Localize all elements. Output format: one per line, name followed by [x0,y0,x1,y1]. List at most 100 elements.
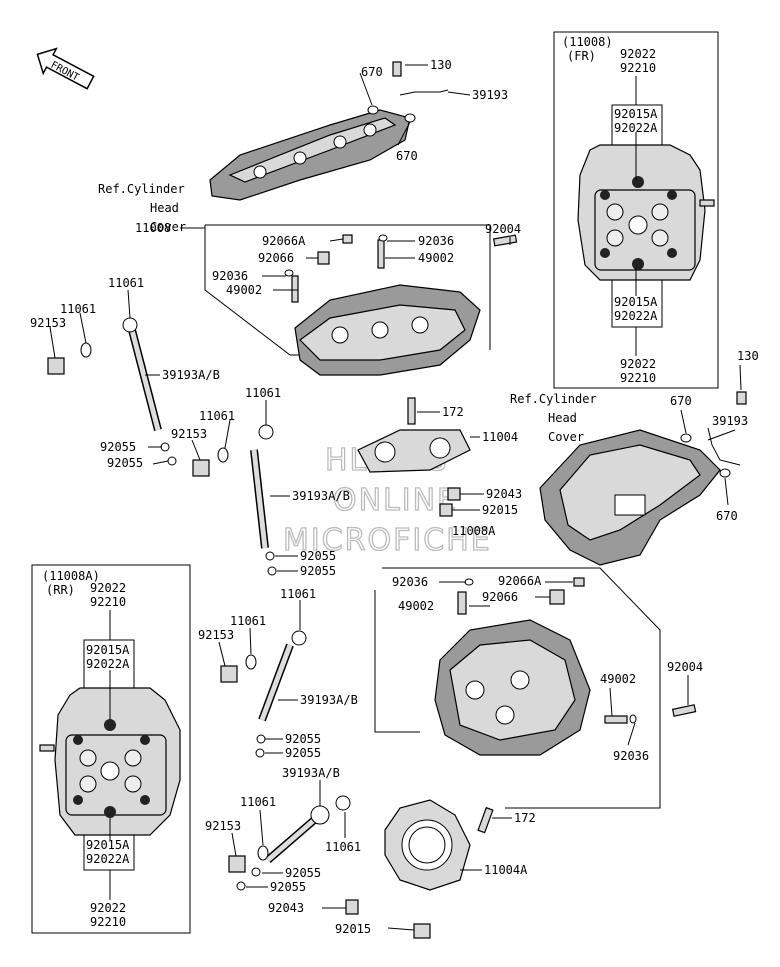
inset-rr-bottom-1: 92022 [90,901,126,915]
dowel-92043-a [447,487,461,501]
inset-rr-top-1: 92022 [90,581,126,595]
label-92055-b: 92055 [107,456,143,470]
label-92066A-b: 92066A [498,574,542,588]
label-ref-cover-1-line1: Ref.Cylinder [98,182,185,196]
label-130-a: 130 [430,58,452,72]
dowel-49002-d [604,715,628,724]
bolt-130-b [736,391,747,405]
label-92066-b: 92066 [482,590,518,604]
label-670-b: 670 [396,149,418,163]
label-92066-a: 92066 [258,251,294,265]
inset-rr-frame [31,564,191,934]
label-11004A: 11004A [484,863,528,877]
watermark-line-2: ONLINE [333,483,458,518]
label-92036-a: 92036 [418,234,454,248]
label-39193AB-c: 39193A/B [300,693,358,707]
oring-670-c [680,433,692,443]
label-39193-a: 39193 [472,88,508,102]
label-92055-f: 92055 [285,746,321,760]
bolt-92015-b [413,923,431,939]
inset-rr: (11008A) (RR) 92022 92210 92015A 92022A … [31,564,191,934]
label-49002-c: 49002 [398,599,434,613]
inset-fr-top-2: 92210 [620,61,656,75]
label-92055-e: 92055 [285,732,321,746]
label-172-b: 172 [514,811,536,825]
label-92055-a: 92055 [100,440,136,454]
inset-fr-heading: (11008) [562,35,613,49]
label-92043-a: 92043 [486,487,522,501]
label-130-b: 130 [737,349,759,363]
label-ref-cover-2-line3: Cover [548,430,584,444]
cylinder-head-cover-top [209,109,411,201]
label-92153-b: 92153 [171,427,207,441]
washer-11061-c [258,424,274,440]
watermark-line-3: MICROFICHE [283,523,492,558]
bolt-92153-a [47,357,65,375]
inset-fr-bottom-1: 92022 [620,357,656,371]
label-11061-d: 11061 [199,409,235,423]
label-39193AB-a: 39193A/B [162,368,220,382]
stud-172-a [407,397,416,425]
cylinder-head-front [294,284,481,376]
washer-11061-a [122,317,138,333]
cylinder-head-cover-right [539,429,721,566]
label-49002-a: 49002 [418,251,454,265]
label-11061-g: 11061 [240,795,276,809]
front-arrow-icon: FRONT [36,47,95,90]
cylinder-head-top-view-fr [577,144,715,281]
inset-rr-heading: (11008A) [42,569,100,583]
inset-rr-lower-1: 92015A [86,838,130,852]
inset-fr-lower-1: 92015A [614,295,658,309]
inset-fr-sub: (FR) [567,49,596,63]
inset-rr-upper-2: 92022A [86,657,130,671]
label-92055-c: 92055 [300,549,336,563]
label-ref-cover-2-line2: Head [548,411,577,425]
label-172-a: 172 [442,405,464,419]
label-49002-b: 49002 [226,283,262,297]
plug-92066A-b [573,577,585,587]
inset-fr-lower-2: 92022A [614,309,658,323]
cylinder-head-top-view-rr [39,687,181,836]
label-92036-b: 92036 [212,269,248,283]
bolt-130-a [392,61,402,77]
washer-11061-g [335,795,351,811]
inset-rr-sub: (RR) [46,583,75,597]
label-92015-b: 92015 [335,922,371,936]
label-11061-b: 11061 [60,302,96,316]
label-670-a: 670 [361,65,383,79]
oring-670-d [719,468,731,478]
bolt-92153-c [220,665,238,683]
plug-92066-b [549,589,565,605]
label-92004-a: 92004 [485,222,521,236]
label-92055-d: 92055 [300,564,336,578]
washer-11061-h [257,845,269,861]
gasket-11004 [357,429,471,473]
label-92066A-a: 92066A [262,234,306,248]
inset-fr: (11008) (FR) 92022 92210 92015A 92022A 9… [553,31,719,389]
inset-rr-top-2: 92210 [90,595,126,609]
stud-92004-b [671,704,697,717]
label-11061-a: 11061 [108,276,144,290]
oring-670-a [367,105,379,115]
cylinder-head-rear [434,619,591,756]
gasket-11004A [384,799,471,891]
label-92036-c: 92036 [392,575,428,589]
label-670-d: 670 [716,509,738,523]
dowel-49002-a [377,239,385,269]
bolt-92153-d [228,855,246,873]
label-ref-cover-2-line1: Ref.Cylinder [510,392,597,406]
dowel-49002-c [457,591,467,615]
label-ref-cover-1-line2: Head [150,201,179,215]
stud-172-b [477,806,494,834]
leader-lines [49,64,742,931]
label-92015-a: 92015 [482,503,518,517]
label-92153-c: 92153 [198,628,234,642]
label-92043-b: 92043 [268,901,304,915]
inset-rr-lower-2: 92022A [86,852,130,866]
dowel-92043-b [345,899,359,915]
bolt-92153-b [192,459,210,477]
label-670-c: 670 [670,394,692,408]
washer-11061-f [245,654,257,670]
